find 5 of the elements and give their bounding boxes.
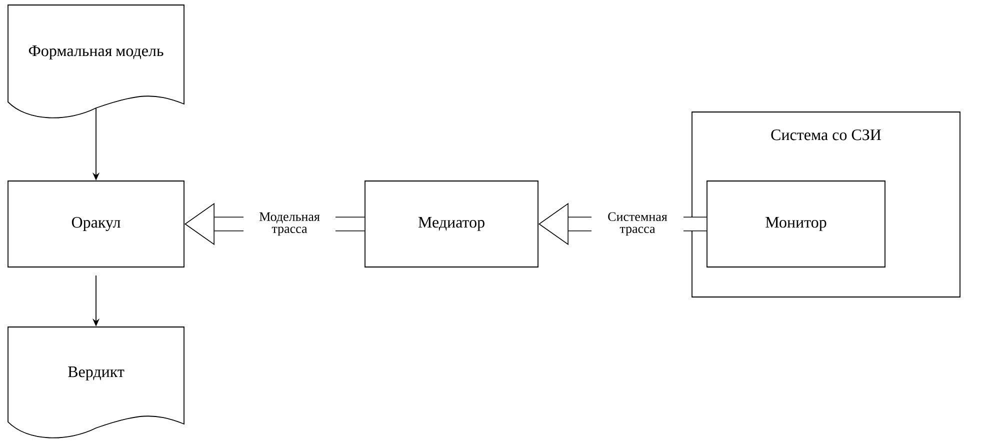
process-box: Медиатор: [364, 180, 538, 268]
process-box: Монитор: [706, 180, 886, 268]
edge-label: Модельная трасса: [244, 211, 336, 237]
edge-label: Системная трасса: [592, 211, 684, 237]
process-box: Оракул: [8, 180, 184, 268]
